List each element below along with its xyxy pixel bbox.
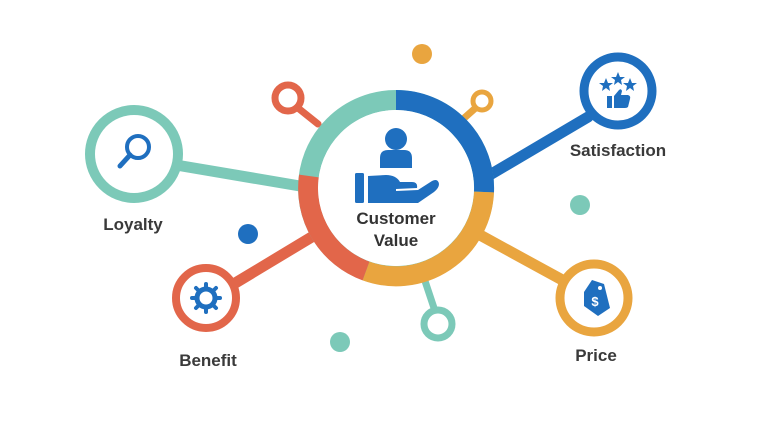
price-tag-icon: $ — [584, 280, 610, 316]
center-label-line1: Customer — [356, 209, 436, 228]
node-loyalty: Loyalty — [85, 105, 183, 234]
center-ring-blue — [395, 89, 495, 193]
dot-gold — [412, 44, 432, 64]
customer-hand-icon — [355, 128, 439, 203]
svg-text:$: $ — [591, 294, 599, 309]
decorative-dots — [238, 44, 590, 352]
dot-teal-bottom — [330, 332, 350, 352]
connector-loyalty — [170, 159, 306, 192]
center-ring-gold — [362, 191, 494, 287]
dot-teal-right — [570, 195, 590, 215]
ring-orange-small — [271, 81, 305, 115]
gear-icon — [190, 282, 222, 314]
node-satisfaction-ring — [579, 52, 657, 130]
node-loyalty-ring — [85, 105, 183, 203]
connector-price — [474, 229, 572, 288]
connector-benefit — [226, 229, 321, 291]
node-benefit-ring — [172, 264, 240, 332]
magnifier-icon — [117, 134, 151, 169]
center-hub: Customer Value — [298, 89, 495, 287]
connector-satisfaction — [482, 111, 594, 182]
thumbs-up-stars-icon — [599, 72, 637, 108]
node-benefit: Benefit — [172, 264, 240, 370]
node-benefit-label: Benefit — [179, 351, 237, 370]
node-price: $ Price — [555, 259, 633, 365]
satellite-rings — [271, 81, 494, 342]
ring-teal-small — [420, 306, 456, 342]
node-satisfaction-label: Satisfaction — [570, 141, 666, 160]
node-satisfaction: Satisfaction — [570, 52, 666, 160]
node-loyalty-label: Loyalty — [103, 215, 163, 234]
ring-gold-small — [470, 89, 494, 113]
center-ring-orange — [298, 174, 370, 281]
node-price-label: Price — [575, 346, 617, 365]
dot-blue — [238, 224, 258, 244]
center-label-line2: Value — [374, 231, 418, 250]
